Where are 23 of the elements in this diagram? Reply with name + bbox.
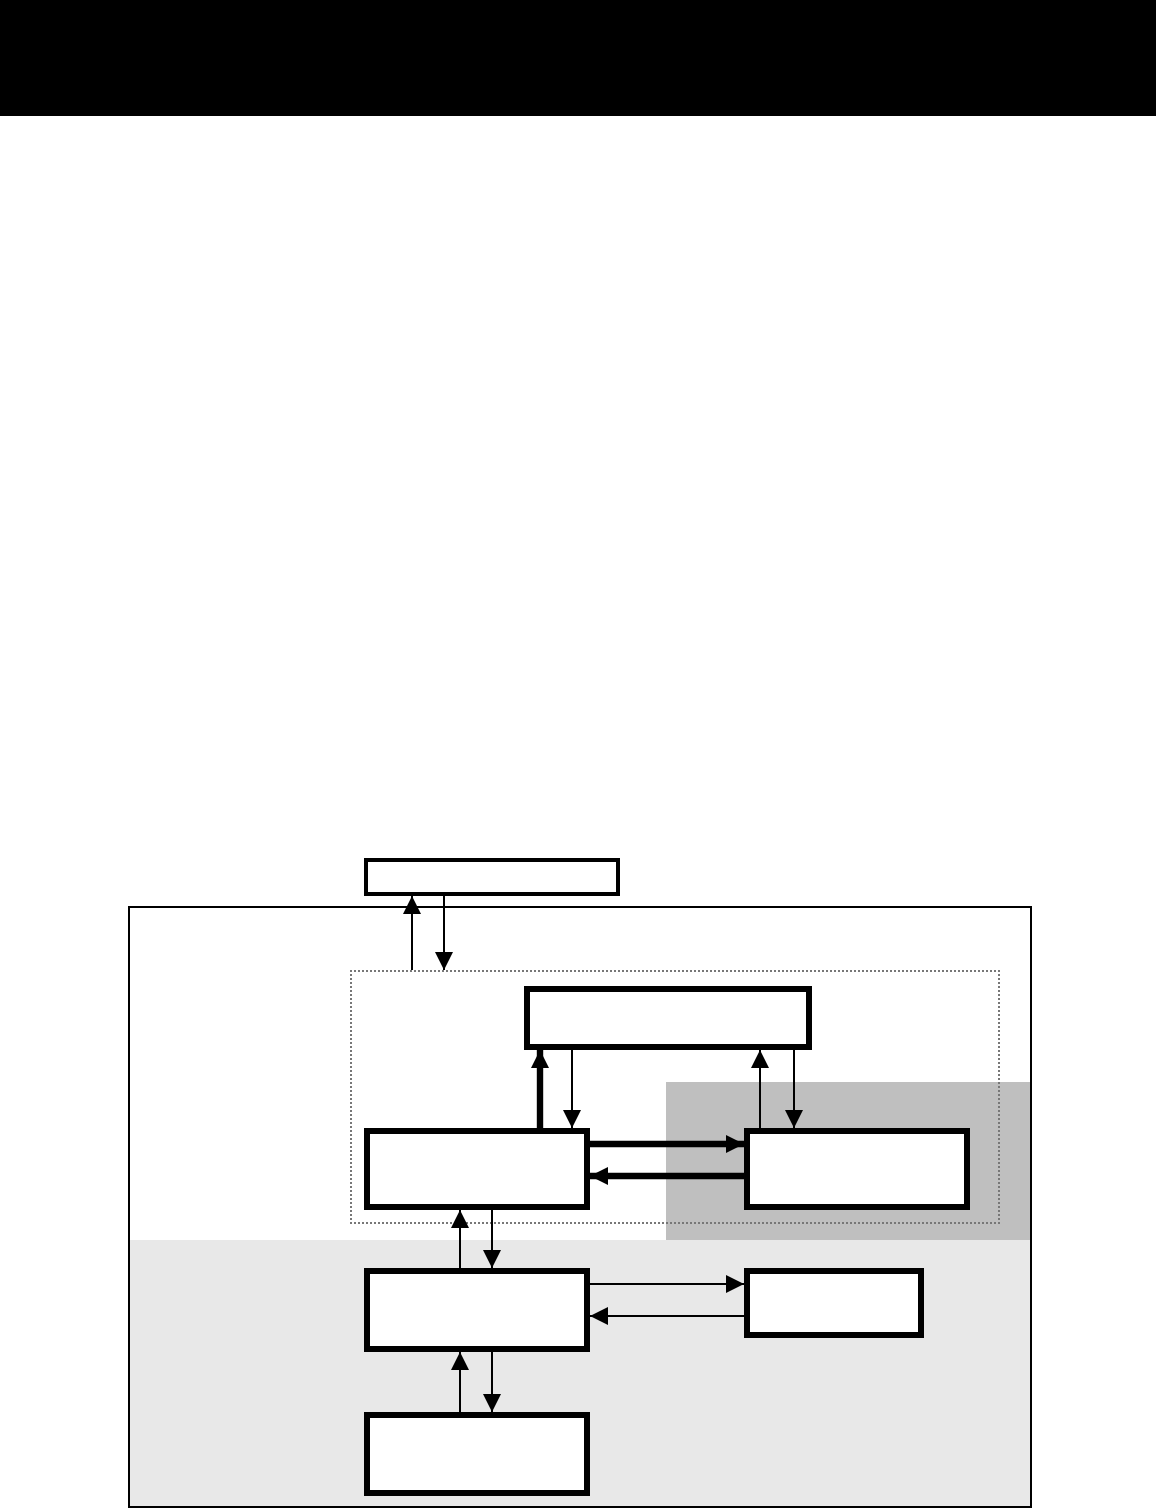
arrow (751, 1049, 769, 1129)
process-box (364, 1268, 590, 1352)
process-box (364, 858, 620, 896)
arrow (435, 895, 453, 971)
process-box (364, 1412, 590, 1496)
arrow (589, 1307, 745, 1325)
arrow (451, 1209, 469, 1269)
arrow (785, 1049, 803, 1129)
process-box (744, 1268, 924, 1338)
group-boundary (350, 970, 1000, 1224)
arrow (451, 1351, 469, 1413)
arrow (403, 895, 421, 971)
process-box (524, 986, 812, 1050)
arrow (483, 1351, 501, 1413)
arrow (483, 1209, 501, 1269)
arrow (531, 1050, 549, 1128)
system-frame (128, 906, 1032, 1508)
arrow (590, 1135, 744, 1153)
arrow (589, 1275, 745, 1293)
process-box (744, 1128, 970, 1210)
process-box (364, 1128, 590, 1210)
arrow (590, 1167, 744, 1185)
arrow (563, 1049, 581, 1129)
